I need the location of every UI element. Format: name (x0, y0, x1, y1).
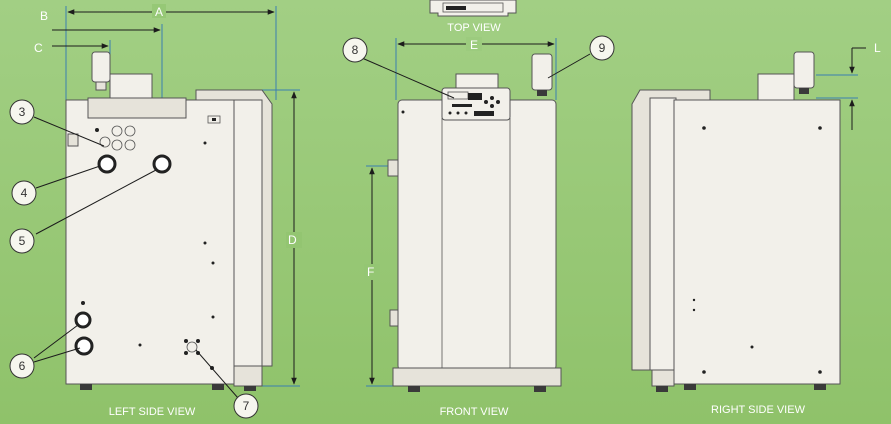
top-view: TOP VIEW (429, 0, 517, 34)
right-view-label: RIGHT SIDE VIEW (711, 404, 806, 416)
callout-9: 9 (589, 35, 615, 61)
port-cluster-left (99, 125, 136, 151)
svg-text:6: 6 (19, 359, 26, 373)
dim-label-a: A (155, 5, 163, 19)
inlet-port (97, 154, 117, 174)
svg-text:3: 3 (19, 105, 26, 119)
left-view-label: LEFT SIDE VIEW (109, 406, 196, 418)
callout-4: 4 (11, 180, 37, 206)
callout-7: 7 (233, 393, 259, 419)
air-vent-right (793, 51, 815, 89)
svg-text:8: 8 (352, 43, 359, 57)
dim-label-e: E (470, 38, 478, 52)
unit-body-front (397, 99, 557, 371)
callout-5: 5 (9, 228, 35, 254)
svg-text:5: 5 (19, 234, 26, 248)
callout-3: 3 (9, 99, 35, 125)
flue-box-left (109, 73, 153, 99)
leader-lines (33, 53, 591, 399)
lower-port-1 (74, 311, 92, 329)
air-vent-left (91, 51, 111, 83)
drain-fitting (184, 339, 200, 355)
callout-8: 8 (342, 37, 368, 63)
base-front (392, 367, 562, 387)
control-panel (441, 87, 511, 121)
dim-label-f: F (367, 265, 374, 279)
svg-text:4: 4 (21, 186, 28, 200)
svg-text:9: 9 (599, 41, 606, 55)
dim-label-b: B (40, 9, 48, 23)
air-vent-front (531, 53, 553, 91)
front-view: E F FRONT V (364, 37, 562, 418)
front-view-label: FRONT VIEW (440, 406, 509, 418)
unit-body-right (673, 99, 841, 385)
top-view-detail (442, 2, 504, 13)
dim-label-l: L (874, 41, 881, 55)
right-side-view: L RIGHT SIDE VIEW (631, 41, 881, 416)
top-view-label: TOP VIEW (447, 22, 501, 34)
callout-6: 6 (9, 353, 35, 379)
top-view-hatch (446, 6, 466, 10)
left-side-view: A B C D (34, 4, 302, 418)
dim-label-c: C (34, 41, 43, 55)
flue-box-right (757, 73, 795, 101)
svg-text:7: 7 (243, 399, 250, 413)
dim-label-d: D (288, 233, 297, 247)
outlet-port (152, 154, 172, 174)
lower-port-2 (74, 336, 94, 356)
